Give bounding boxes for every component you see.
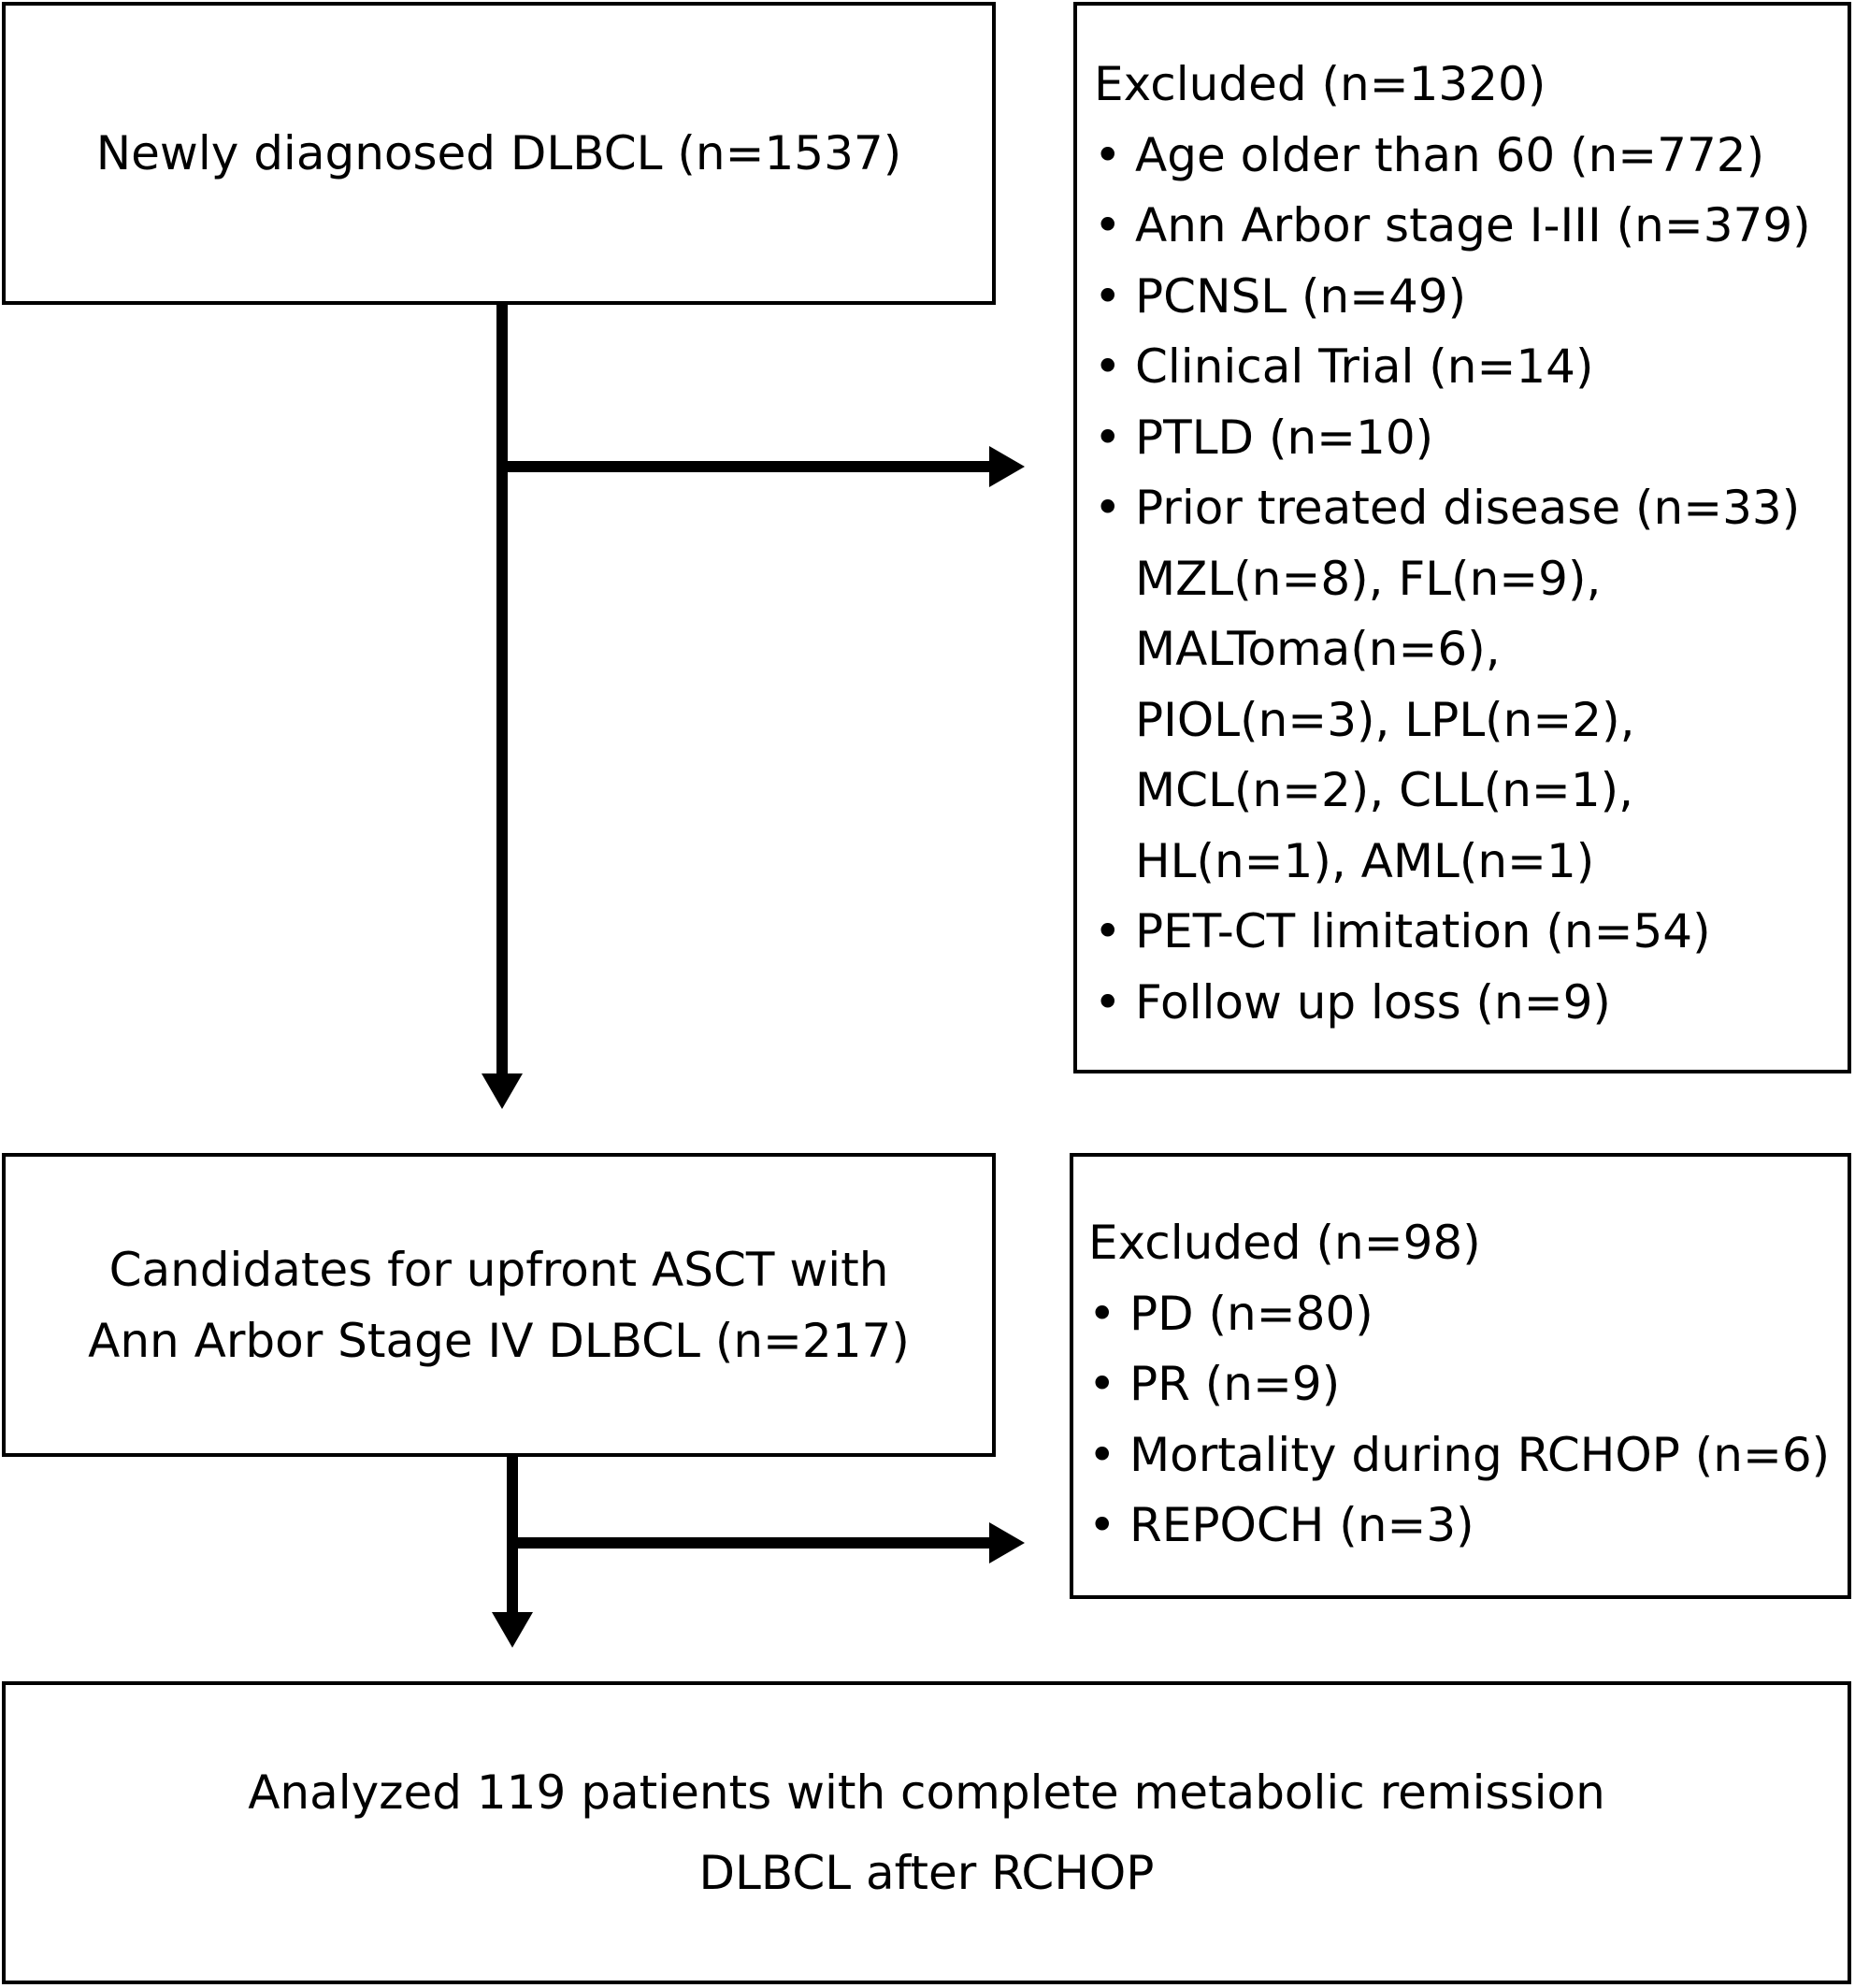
item-text: Prior treated disease (n=33) bbox=[1135, 481, 1801, 535]
arrowhead-down-2 bbox=[492, 1612, 533, 1648]
item-subtext: HL(n=1), AML(n=1) bbox=[1135, 833, 1595, 888]
bullet-icon: • bbox=[1094, 127, 1122, 182]
exclusion-1-item: • Follow up loss (n=9) bbox=[1094, 968, 1848, 1039]
start-box-label: Newly diagnosed DLBCL (n=1537) bbox=[95, 126, 902, 180]
exclusion-box-2: Excluded (n=98) • PD (n=80) • PR (n=9) •… bbox=[1070, 1153, 1851, 1599]
exclusion-1-item: • Age older than 60 (n=772) bbox=[1094, 121, 1848, 192]
start-box: Newly diagnosed DLBCL (n=1537) bbox=[2, 2, 996, 305]
candidates-line: Candidates for upfront ASCT with bbox=[108, 1242, 889, 1297]
exclusion-2-item: • REPOCH (n=3) bbox=[1088, 1491, 1848, 1562]
exclusion-2-list: • PD (n=80) • PR (n=9) • Mortality durin… bbox=[1088, 1279, 1848, 1562]
bullet-icon: • bbox=[1094, 974, 1122, 1030]
candidates-box-label: Candidates for upfront ASCT with Ann Arb… bbox=[88, 1234, 910, 1376]
arrowhead-right-2 bbox=[989, 1522, 1025, 1563]
item-text: PR (n=9) bbox=[1129, 1357, 1341, 1411]
exclusion-1-title: Excluded (n=1320) bbox=[1094, 57, 1546, 111]
analyzed-box: Analyzed 119 patients with complete meta… bbox=[2, 1681, 1851, 1984]
exclusion-2-title: Excluded (n=98) bbox=[1088, 1216, 1481, 1270]
item-text: REPOCH (n=3) bbox=[1129, 1498, 1474, 1552]
exclusion-1-item: • PTLD (n=10) bbox=[1094, 403, 1848, 474]
bullet-icon: • bbox=[1088, 1427, 1116, 1482]
bullet-icon: • bbox=[1094, 339, 1122, 394]
exclusion-1-item: • Ann Arbor stage I-III (n=379) bbox=[1094, 191, 1848, 262]
bullet-icon: • bbox=[1088, 1357, 1116, 1411]
bullet-icon: • bbox=[1094, 198, 1122, 252]
arrowhead-down-1 bbox=[482, 1073, 523, 1109]
item-subtext: PIOL(n=3), LPL(n=2), bbox=[1135, 692, 1635, 747]
item-text: Mortality during RCHOP (n=6) bbox=[1129, 1427, 1831, 1482]
analyzed-line: Analyzed 119 patients with complete meta… bbox=[248, 1765, 1605, 1820]
item-text: Ann Arbor stage I-III (n=379) bbox=[1135, 198, 1811, 252]
candidates-box: Candidates for upfront ASCT with Ann Arb… bbox=[2, 1153, 996, 1457]
exclusion-1-item: • PET-CT limitation (n=54) bbox=[1094, 897, 1848, 968]
item-subtext: MCL(n=2), CLL(n=1), bbox=[1135, 763, 1634, 817]
arrowhead-right-1 bbox=[989, 446, 1025, 487]
item-text: Clinical Trial (n=14) bbox=[1135, 339, 1594, 394]
item-text: PCNSL (n=49) bbox=[1135, 268, 1467, 324]
exclusion-1-item: • Clinical Trial (n=14) bbox=[1094, 332, 1848, 403]
item-subtext: MZL(n=8), FL(n=9), bbox=[1135, 551, 1602, 606]
item-text: PD (n=80) bbox=[1129, 1286, 1373, 1341]
exclusion-1-list: • Age older than 60 (n=772) • Ann Arbor … bbox=[1094, 121, 1848, 1039]
exclusion-1-item: • Prior treated disease (n=33) MZL(n=8),… bbox=[1094, 473, 1848, 897]
exclusion-box-1: Excluded (n=1320) • Age older than 60 (n… bbox=[1073, 2, 1851, 1073]
bullet-icon: • bbox=[1094, 904, 1122, 958]
exclusion-2-item: • PD (n=80) bbox=[1088, 1279, 1848, 1350]
bullet-icon: • bbox=[1088, 1498, 1116, 1552]
analyzed-line: DLBCL after RCHOP bbox=[698, 1846, 1155, 1900]
bullet-icon: • bbox=[1094, 481, 1122, 535]
item-text: PTLD (n=10) bbox=[1135, 410, 1434, 465]
bullet-icon: • bbox=[1088, 1286, 1116, 1341]
item-text: Follow up loss (n=9) bbox=[1135, 974, 1611, 1030]
item-text: Age older than 60 (n=772) bbox=[1135, 127, 1765, 182]
analyzed-box-label: Analyzed 119 patients with complete meta… bbox=[248, 1752, 1605, 1913]
candidates-line: Ann Arbor Stage IV DLBCL (n=217) bbox=[88, 1313, 910, 1368]
bullet-icon: • bbox=[1094, 268, 1122, 324]
item-text: PET-CT limitation (n=54) bbox=[1135, 904, 1711, 958]
bullet-icon: • bbox=[1094, 410, 1122, 465]
exclusion-2-item: • PR (n=9) bbox=[1088, 1349, 1848, 1420]
exclusion-2-item: • Mortality during RCHOP (n=6) bbox=[1088, 1420, 1848, 1491]
item-subtext: MALToma(n=6), bbox=[1135, 622, 1501, 676]
exclusion-1-item: • PCNSL (n=49) bbox=[1094, 262, 1848, 333]
